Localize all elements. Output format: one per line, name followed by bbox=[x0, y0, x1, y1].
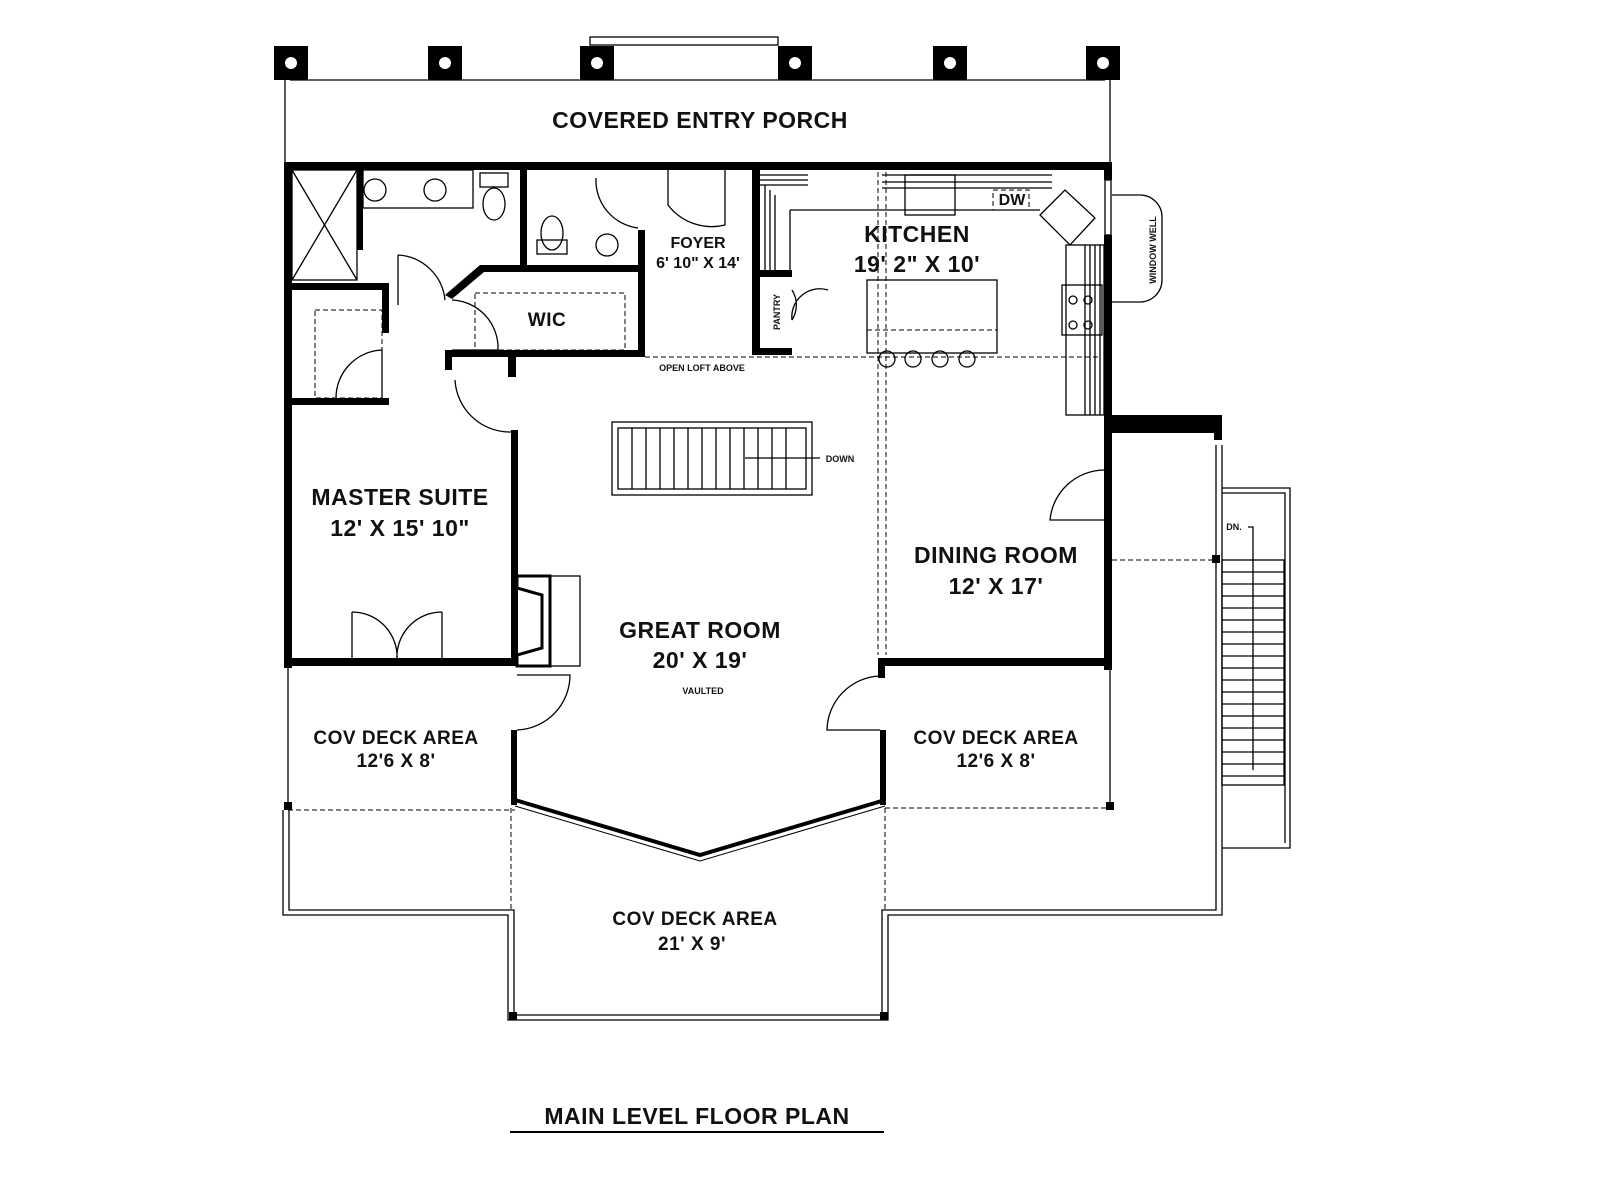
dishwasher-label: DW bbox=[999, 192, 1027, 209]
covered-entry-porch bbox=[274, 36, 1120, 165]
window-well bbox=[1112, 194, 1163, 303]
porch-post bbox=[428, 46, 462, 80]
decks bbox=[282, 445, 1223, 1021]
porch-post bbox=[580, 46, 614, 80]
kitchen-size: 19' 2" X 10' bbox=[854, 251, 980, 277]
dining-label: DINING ROOM bbox=[914, 542, 1078, 568]
master-size: 12' X 15' 10" bbox=[330, 515, 470, 541]
kitchen-island bbox=[866, 279, 998, 354]
kitchen-sink bbox=[1039, 189, 1096, 246]
wic-label: WIC bbox=[528, 310, 566, 331]
vanity bbox=[362, 169, 474, 209]
foyer-size: 6' 10" X 14' bbox=[656, 255, 740, 272]
kitchen-label: KITCHEN bbox=[864, 221, 970, 247]
windows bbox=[284, 162, 1112, 666]
doors bbox=[335, 170, 1105, 731]
deck-left-label: COV DECK AREA bbox=[313, 728, 478, 749]
range bbox=[1061, 284, 1103, 336]
deck-left-size: 12'6 X 8' bbox=[356, 751, 435, 772]
deck-bottom-label: COV DECK AREA bbox=[612, 909, 777, 930]
porch-post bbox=[274, 46, 308, 80]
deck-bottom-size: 21' X 9' bbox=[658, 934, 726, 955]
porch-post bbox=[778, 46, 812, 80]
interior-stairs bbox=[611, 421, 820, 496]
foyer-label: FOYER bbox=[670, 235, 726, 252]
sink bbox=[595, 233, 619, 257]
porch-post bbox=[1086, 46, 1120, 80]
plan-title: MAIN LEVEL FLOOR PLAN bbox=[544, 1103, 849, 1129]
toilet bbox=[540, 215, 564, 251]
dn-label: DN. bbox=[1226, 522, 1242, 532]
dining-size: 12' X 17' bbox=[949, 573, 1044, 599]
window-well-label: WINDOW WELL bbox=[1148, 216, 1158, 284]
fixtures bbox=[291, 169, 1163, 655]
great-room-label: GREAT ROOM bbox=[619, 617, 781, 643]
walls bbox=[284, 162, 1222, 862]
pantry-label: PANTRY bbox=[772, 294, 782, 330]
toilet bbox=[482, 187, 506, 221]
down-label: DOWN bbox=[826, 454, 855, 464]
shower bbox=[291, 169, 358, 281]
deck-right-label: COV DECK AREA bbox=[913, 728, 1078, 749]
vaulted-note: VAULTED bbox=[682, 686, 724, 696]
porch-post bbox=[933, 46, 967, 80]
porch-posts bbox=[274, 46, 1120, 80]
great-room-size: 20' X 19' bbox=[653, 647, 748, 673]
deck-right-size: 12'6 X 8' bbox=[956, 751, 1035, 772]
porch-label: COVERED ENTRY PORCH bbox=[552, 107, 848, 133]
exterior-stairs bbox=[1221, 487, 1291, 849]
master-label: MASTER SUITE bbox=[311, 484, 488, 510]
open-loft-label: OPEN LOFT ABOVE bbox=[659, 363, 745, 373]
